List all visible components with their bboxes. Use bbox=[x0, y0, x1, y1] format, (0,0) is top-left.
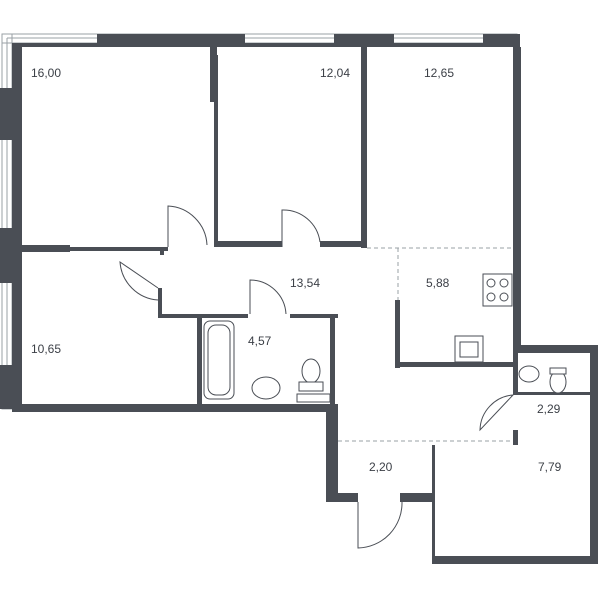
walls bbox=[0, 34, 598, 564]
room-area-hallway: 13,54 bbox=[290, 276, 321, 290]
room-area-bathroom: 4,57 bbox=[248, 334, 272, 348]
kitchen-fixtures bbox=[454, 273, 513, 363]
toilet-icon bbox=[301, 358, 321, 384]
stove-icon bbox=[482, 273, 513, 307]
room-area-wc: 2,29 bbox=[537, 402, 561, 416]
room-area-kitchen: 5,88 bbox=[426, 276, 450, 290]
room-area-bedroom-2: 12,04 bbox=[320, 66, 351, 80]
wc-basin-icon bbox=[518, 365, 540, 383]
windows bbox=[1, 33, 518, 410]
room-area-bedroom-3: 12,65 bbox=[424, 66, 455, 80]
washbasin-icon bbox=[251, 376, 281, 400]
room-area-bedroom-4: 10,65 bbox=[31, 342, 62, 356]
room-area-bedroom-1: 16,00 bbox=[31, 66, 62, 80]
room-area-entrance: 2,20 bbox=[369, 460, 393, 474]
bathroom-fixtures bbox=[203, 320, 331, 403]
wc-fixtures bbox=[518, 365, 567, 394]
doors bbox=[119, 205, 515, 549]
zone-boundaries bbox=[338, 247, 513, 442]
room-area-storage: 7,79 bbox=[538, 460, 562, 474]
